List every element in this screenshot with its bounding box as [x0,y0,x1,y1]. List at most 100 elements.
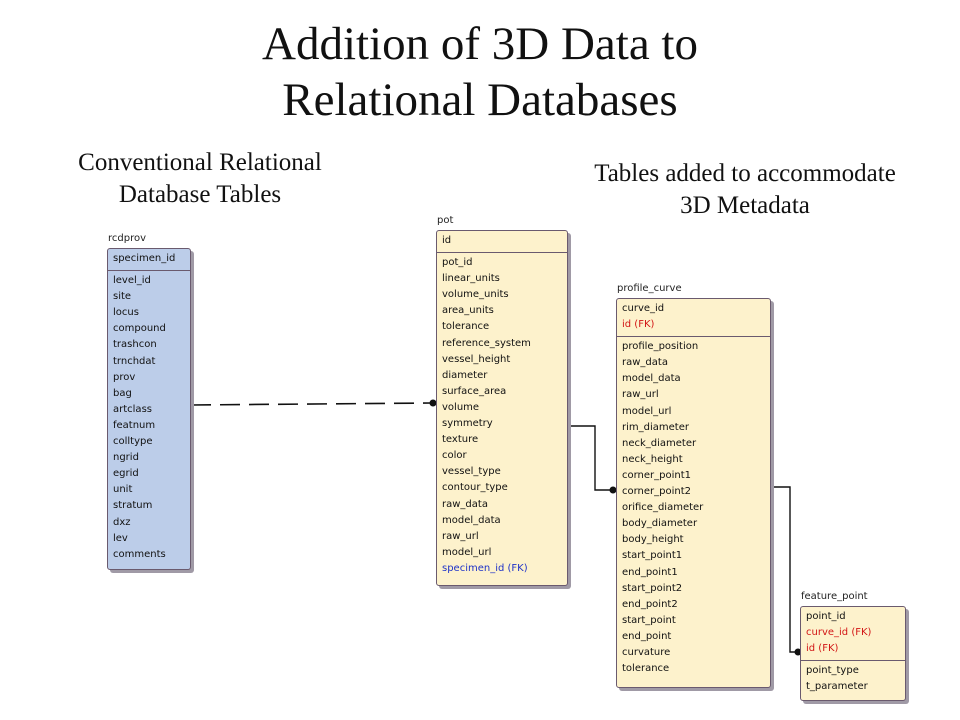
pot-attribute: symmetry [442,418,493,430]
profile-curve-attribute: neck_height [622,453,683,465]
feature-point-foreign-key: curve_id (FK) [806,627,872,639]
pot-key: id [442,235,452,246]
conventional-tables-caption: Conventional Relational Database Tables [30,147,370,211]
profile-curve-attribute: start_point2 [622,582,683,594]
feature-point-attribute: t_parameter [806,681,868,693]
profile-curve-attribute-section: profile_position raw_data model_data raw… [617,337,770,680]
pot-attribute: color [442,450,467,462]
pot-attribute: model_url [442,546,492,558]
profile-curve-attribute: end_point1 [622,566,678,578]
rcdprov-attribute: trnchdat [113,355,156,367]
rcdprov-attribute: colltype [113,436,153,448]
feature-point-attribute-section: point_type t_parameter [801,661,905,698]
rcdprov-table: rcdprov specimen_id level_id site locus … [107,233,191,570]
profile-curve-attribute: end_point [622,630,672,642]
rcdprov-attribute: stratum [113,500,153,512]
added-tables-caption: Tables added to accommodate 3D Metadata [535,158,955,222]
conventional-caption-line-1: Conventional Relational [78,149,322,176]
profile-curve-entity-box: curve_id id (FK) profile_position raw_da… [616,298,771,688]
feature-point-table-name: feature_point [801,591,868,602]
profile-curve-attribute: corner_point2 [622,486,692,498]
feature-point-foreign-key: id (FK) [806,643,839,655]
profile-curve-attribute: start_point [622,614,676,626]
slide-title: Addition of 3D Data to Relational Databa… [0,16,960,128]
profile-curve-foreign-key: id (FK) [622,319,655,331]
profile-curve-attribute: start_point1 [622,550,683,562]
rcdprov-attribute: lev [113,532,128,544]
pot-attribute: linear_units [442,273,500,285]
pot-attribute: raw_data [442,498,488,510]
pot-attribute: raw_url [442,530,479,542]
profile-curve-attribute: raw_url [622,389,659,401]
profile-curve-attribute: body_height [622,534,684,546]
pot-attribute: model_data [442,514,501,526]
rcdprov-attribute: compound [113,323,166,335]
pot-attribute: contour_type [442,482,508,494]
feature-point-key-section: point_id curve_id (FK) id (FK) [801,607,905,662]
profile-curve-table: profile_curve curve_id id (FK) profile_p… [616,283,771,688]
rcdprov-attribute: trashcon [113,339,157,351]
pot-attribute: pot_id [442,257,473,269]
pot-to-profile-curve-relationship [568,425,613,491]
profile-curve-attribute: profile_position [622,341,699,353]
pot-entity-box: id pot_id linear_units volume_units area… [436,230,568,586]
rcdprov-attribute: bag [113,387,132,399]
pot-attribute: diameter [442,369,488,381]
profile-curve-relationship-end-dot [609,486,617,494]
rcdprov-to-pot-relationship [190,402,434,406]
rcdprov-table-name: rcdprov [108,233,147,244]
profile-curve-attribute: raw_data [622,357,668,369]
pot-attribute: volume_units [442,289,509,301]
profile-curve-attribute: rim_diameter [622,421,689,433]
pot-attribute: vessel_type [442,466,501,478]
pot-attribute: reference_system [442,337,531,349]
profile-curve-attribute: end_point2 [622,598,678,610]
profile-curve-attribute: model_url [622,405,672,417]
profile-curve-attribute: model_data [622,373,681,385]
pot-attribute: vessel_height [442,353,511,365]
profile-curve-key: curve_id [622,303,665,314]
feature-point-key: point_id [806,611,846,622]
rcdprov-attribute: featnum [113,419,156,431]
pot-attribute: tolerance [442,321,490,333]
profile-curve-attribute: curvature [622,646,671,658]
profile-curve-to-feature-point-relationship [771,486,798,653]
pot-foreign-key-attribute: specimen_id (FK) [442,562,528,574]
pot-attribute: area_units [442,305,494,317]
feature-point-entity-box: point_id curve_id (FK) id (FK) point_typ… [800,606,906,701]
pot-attribute: volume [442,401,480,413]
profile-curve-attribute: body_diameter [622,518,698,530]
added-caption-line-2: 3D Metadata [680,192,810,219]
profile-curve-attribute: corner_point1 [622,469,692,481]
rcdprov-attribute: site [113,291,132,303]
slide-title-line-1: Addition of 3D Data to [262,18,698,70]
profile-curve-attribute: tolerance [622,663,670,675]
rcdprov-attribute-section: level_id site locus compound trashcon tr… [108,271,190,566]
rcdprov-attribute: comments [113,548,166,560]
pot-relationship-end-dot [429,399,437,407]
added-caption-line-1: Tables added to accommodate [594,160,896,187]
feature-point-table: feature_point point_id curve_id (FK) id … [800,591,906,701]
profile-curve-key-section: curve_id id (FK) [617,299,770,338]
pot-attribute: texture [442,434,479,446]
rcdprov-key-section: specimen_id [108,249,190,272]
rcdprov-attribute: locus [113,307,139,319]
pot-attribute: surface_area [442,385,507,397]
pot-table: pot id pot_id linear_units volume_units … [436,215,568,586]
slide-title-line-2: Relational Databases [282,74,678,126]
profile-curve-attribute: orifice_diameter [622,502,704,514]
rcdprov-attribute: unit [113,484,133,496]
conventional-caption-line-2: Database Tables [118,181,282,208]
rcdprov-attribute: egrid [113,468,139,480]
rcdprov-attribute: level_id [113,275,151,287]
feature-point-attribute: point_type [806,665,859,677]
rcdprov-attribute: ngrid [113,452,139,464]
pot-table-name: pot [437,215,454,226]
profile-curve-table-name: profile_curve [617,283,682,294]
rcdprov-entity-box: specimen_id level_id site locus compound… [107,248,191,570]
pot-attribute-section: pot_id linear_units volume_units area_un… [437,253,567,580]
rcdprov-attribute: dxz [113,516,131,528]
rcdprov-attribute: artclass [113,403,152,415]
pot-key-section: id [437,231,567,254]
